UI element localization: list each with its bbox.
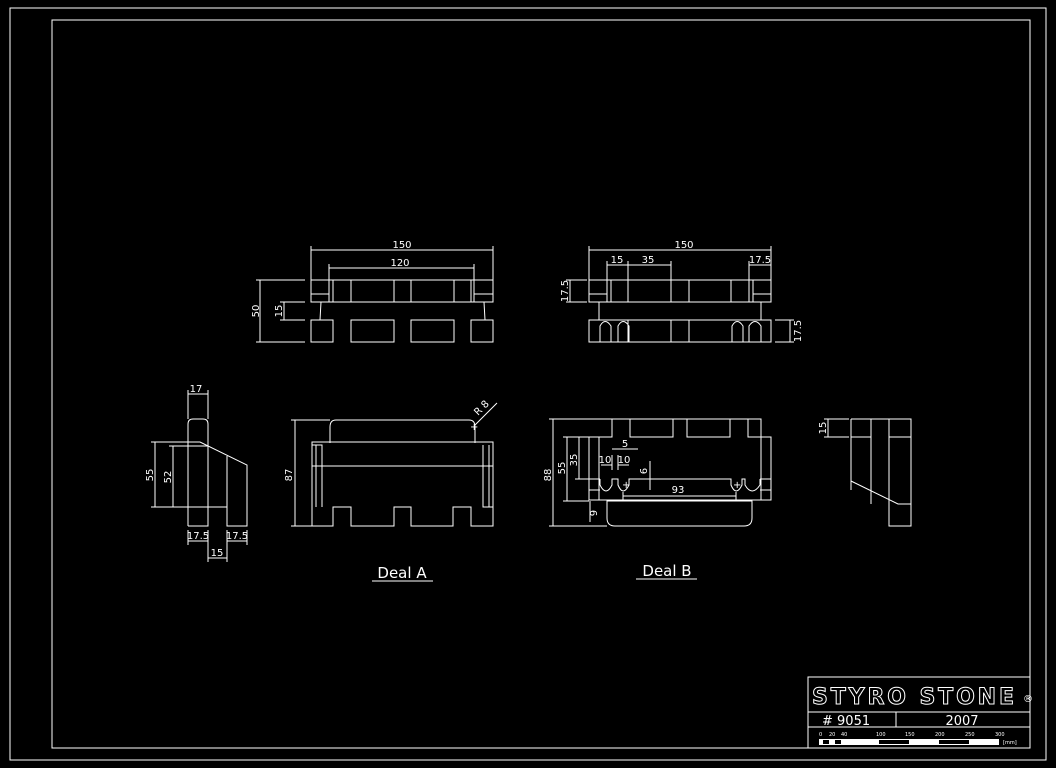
dim-93: 93 [672,485,685,496]
brand-logo: STYRO STONE [812,685,1017,710]
dim-15: 15 [818,422,829,435]
svg-text:300: 300 [995,732,1005,738]
svg-text:0: 0 [819,732,822,738]
dim-17-5-right: 17.5 [226,531,248,542]
dim-radius: R 8 [472,399,491,418]
dim-10-a: 10 [599,455,612,466]
deal-b-side-view: 15 [818,418,912,527]
dim-15: 15 [274,305,285,318]
center-mark: + [622,480,630,491]
deal-a-side-view: 17 55 52 17.5 17.5 15 [145,384,248,562]
dim-9-bottom: 9 [589,510,600,516]
drawing-number: # 9051 [822,714,870,729]
dim-150: 150 [674,240,693,251]
center-mark: + [733,480,741,491]
top-view-a: 150 120 50 15 [251,240,494,343]
outer-frame [9,7,1047,761]
center-mark: + [470,422,478,433]
dim-9: 9 [637,468,648,474]
dim-35: 35 [569,454,580,467]
dim-55: 55 [145,469,156,482]
dim-17-5-left: 17.5 [560,280,571,302]
dim-17-5-right: 17.5 [793,320,804,342]
dim-87: 87 [284,469,295,482]
svg-text:250: 250 [965,732,975,738]
top-view-b: 150 15 35 17.5 17.5 17.5 [560,240,804,343]
dim-15: 15 [611,255,624,266]
svg-text:150: 150 [905,732,915,738]
dim-17-5: 17.5 [749,255,771,266]
svg-text:40: 40 [841,732,847,738]
drawing-year: 2007 [945,714,978,729]
svg-text:200: 200 [935,732,945,738]
dim-10-b: 10 [618,455,631,466]
deal-a-label: Deal A [377,564,427,582]
deal-b-label: Deal B [642,562,691,580]
registered-mark: ® [1023,694,1033,705]
dim-17-5-left: 17.5 [187,531,209,542]
title-block: STYRO STONE ® # 9051 2007 0 20 40 100 15… [807,676,1033,749]
dim-5: 5 [622,439,628,450]
dim-15: 15 [211,548,224,559]
dim-120: 120 [390,258,409,269]
deal-b-front-view: + + 88 55 35 10 10 5 9 93 9 [543,418,772,527]
dim-88: 88 [543,469,554,482]
dim-150: 150 [392,240,411,251]
deal-a-front-view: + 87 R 8 [284,399,498,527]
dim-17: 17 [190,384,203,395]
svg-text:[mm]: [mm] [1003,740,1017,746]
dim-50: 50 [251,305,262,318]
dim-55: 55 [557,462,568,475]
dim-52: 52 [163,471,174,484]
dim-35: 35 [642,255,655,266]
svg-text:20: 20 [829,732,835,738]
inner-frame [51,19,1031,749]
svg-text:100: 100 [876,732,886,738]
scale-bar: 0 20 40 100 150 200 250 300 [mm] [819,732,1017,746]
